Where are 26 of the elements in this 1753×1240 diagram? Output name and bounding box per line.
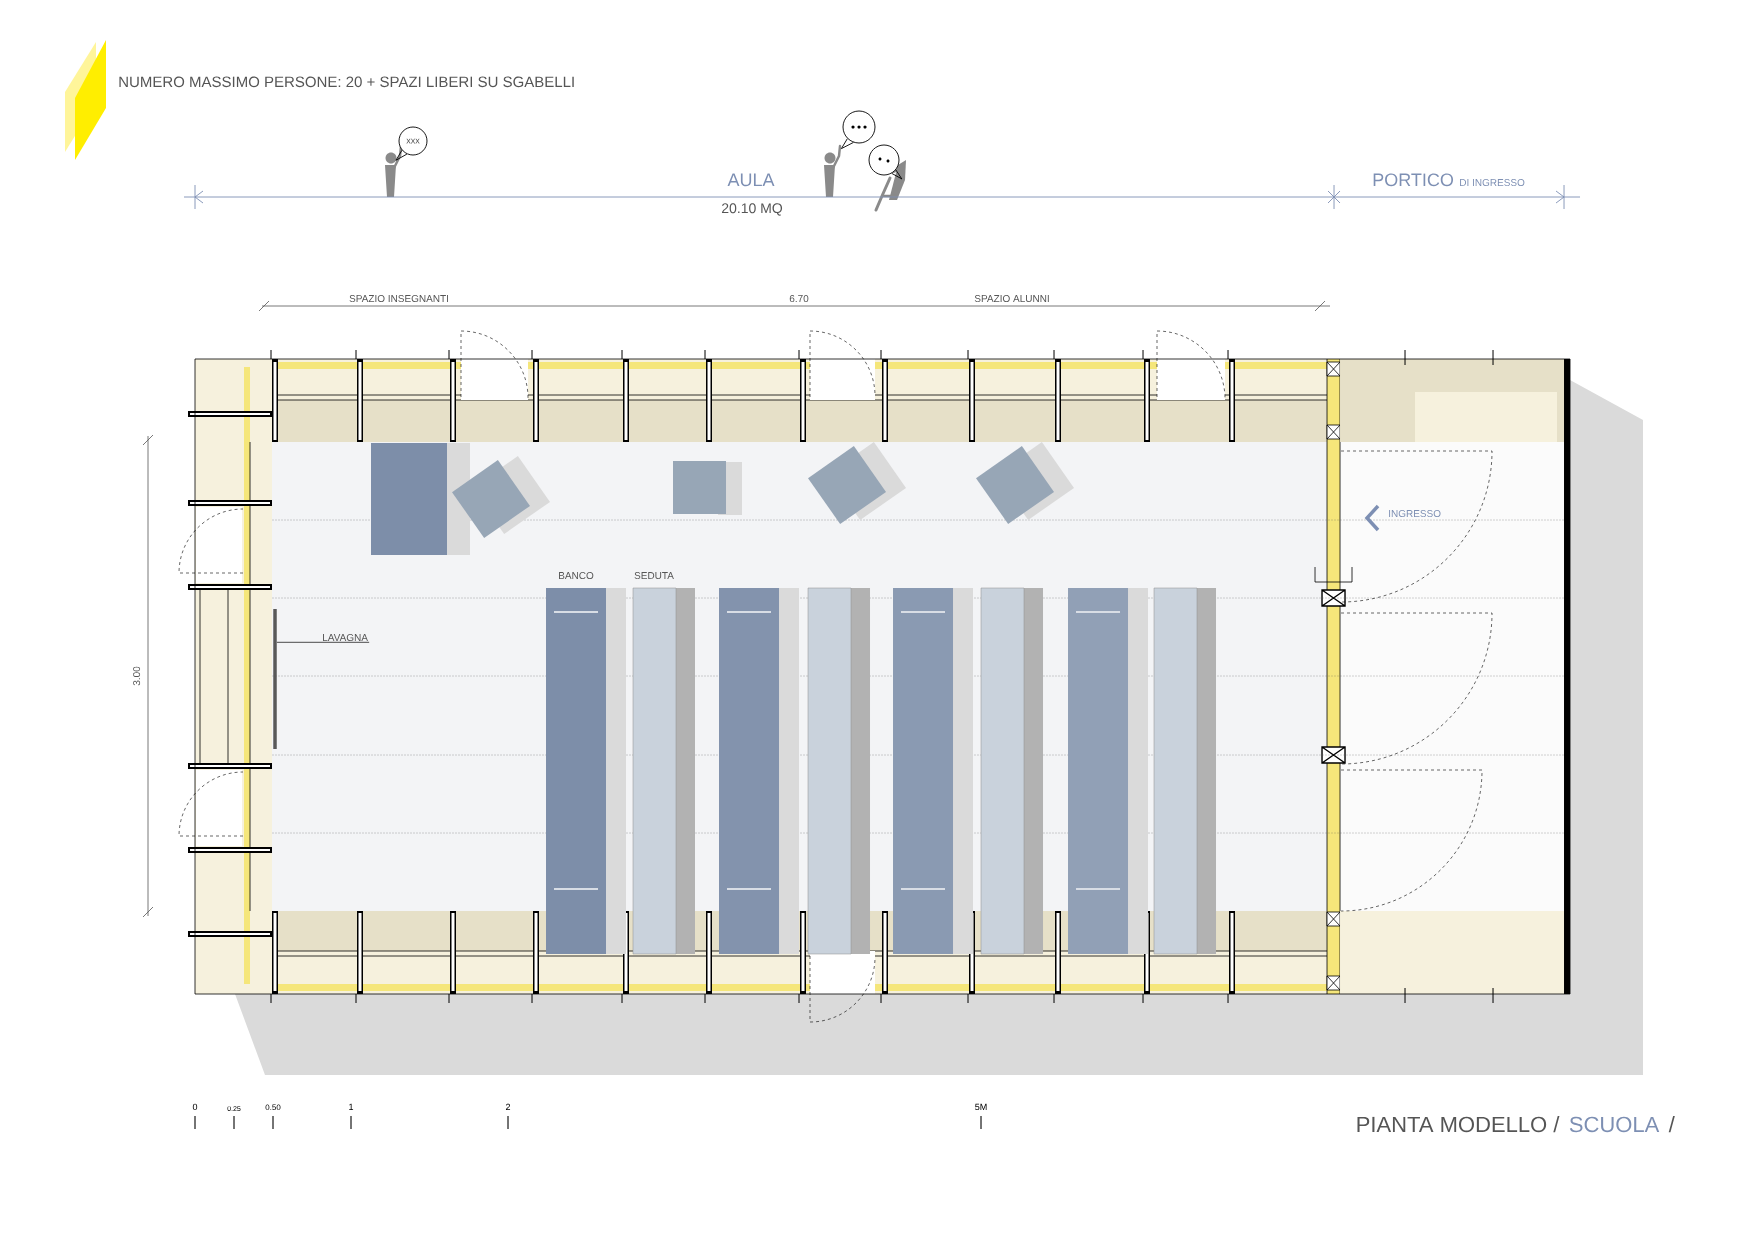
zone-label: SPAZIO INSEGNANTI	[349, 295, 448, 303]
speech-bubble	[868, 144, 903, 180]
furniture-label: BANCO	[559, 572, 594, 580]
callout-label: LAVAGNA	[323, 634, 368, 642]
room-label: DI INGRESSO	[1460, 179, 1525, 187]
speech-bubble	[840, 110, 876, 150]
speech-bubble: xxx	[395, 126, 428, 161]
scale-number: 5M	[975, 1103, 987, 1111]
sheet-title: PIANTA MODELLO /	[1357, 1116, 1560, 1133]
dimension-value: 3.00	[133, 666, 141, 686]
furniture-label: SEDUTA	[634, 572, 674, 580]
sheet-title: SCUOLA	[1569, 1116, 1660, 1133]
zone-label: SPAZIO ALUNNI	[974, 295, 1049, 303]
blackboard-bar	[273, 609, 277, 749]
room-label: AULA	[727, 173, 775, 187]
sheet-title: /	[1668, 1116, 1675, 1133]
area-value: 20.10 MQ	[722, 203, 783, 216]
room-label: PORTICO	[1373, 173, 1454, 187]
dimension-value: 6.70	[789, 295, 809, 303]
scale-number: 0.50	[265, 1104, 281, 1111]
entrance-label: INGRESSO	[1389, 510, 1441, 518]
scale-number: 1	[349, 1103, 354, 1110]
leader-line	[276, 641, 370, 643]
scale-number: 2	[505, 1103, 511, 1110]
heading: NUMERO MASSIMO PERSONE: 20 + SPAZI LIBERI SU SGABELLI	[119, 76, 574, 88]
scale-number: 0	[192, 1103, 198, 1111]
